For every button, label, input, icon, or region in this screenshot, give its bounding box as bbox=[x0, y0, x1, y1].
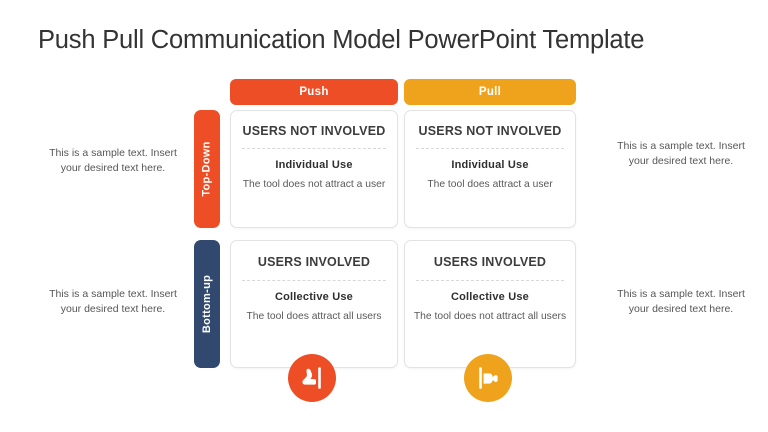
quadrant-body: The tool does attract all users bbox=[246, 311, 382, 322]
pull-icon-badge[interactable] bbox=[464, 354, 512, 402]
card-divider bbox=[242, 148, 386, 149]
quadrant-card-bottom-left[interactable]: USERS INVOLVED Collective Use The tool d… bbox=[230, 240, 398, 368]
quadrant-heading: USERS NOT INVOLVED bbox=[418, 124, 562, 138]
side-note-left-bottom: This is a sample text. Insert your desir… bbox=[49, 288, 177, 315]
row-header-bottom-up[interactable]: Bottom-up bbox=[194, 240, 220, 368]
quadrant-heading: USERS INVOLVED bbox=[257, 255, 371, 269]
quadrant-body: The tool does not attract a user bbox=[242, 179, 386, 190]
push-icon-badge[interactable] bbox=[288, 354, 336, 402]
page-title: Push Pull Communication Model PowerPoint… bbox=[38, 26, 645, 54]
side-note-right-top: This is a sample text. Insert your desir… bbox=[617, 140, 745, 167]
quadrant-body: The tool does not attract all users bbox=[413, 311, 567, 322]
quadrant-subheading: Individual Use bbox=[451, 159, 529, 171]
quadrant-card-top-left[interactable]: USERS NOT INVOLVED Individual Use The to… bbox=[230, 110, 398, 228]
side-note-left-top: This is a sample text. Insert your desir… bbox=[49, 147, 177, 174]
column-header-push[interactable]: Push bbox=[230, 79, 398, 105]
column-header-pull-label: Pull bbox=[478, 86, 502, 98]
quadrant-body: The tool does attract a user bbox=[427, 179, 553, 190]
pushing-hand-icon bbox=[298, 364, 326, 392]
row-header-bottom-up-label: Bottom-up bbox=[201, 274, 214, 334]
row-header-top-down[interactable]: Top-Down bbox=[194, 110, 220, 228]
quadrant-heading: USERS NOT INVOLVED bbox=[242, 124, 386, 138]
quadrant-card-top-right[interactable]: USERS NOT INVOLVED Individual Use The to… bbox=[404, 110, 576, 228]
card-divider bbox=[416, 148, 564, 149]
card-divider bbox=[242, 280, 386, 281]
side-note-right-bottom: This is a sample text. Insert your desir… bbox=[617, 288, 745, 315]
row-header-top-down-label: Top-Down bbox=[201, 141, 213, 197]
quadrant-subheading: Individual Use bbox=[275, 159, 353, 171]
quadrant-subheading: Collective Use bbox=[450, 291, 529, 303]
column-header-pull[interactable]: Pull bbox=[404, 79, 576, 105]
pulling-hand-icon bbox=[474, 364, 502, 392]
card-divider bbox=[416, 280, 564, 281]
quadrant-subheading: Collective Use bbox=[274, 291, 353, 303]
quadrant-heading: USERS INVOLVED bbox=[433, 255, 547, 269]
quadrant-card-bottom-right[interactable]: USERS INVOLVED Collective Use The tool d… bbox=[404, 240, 576, 368]
column-header-push-label: Push bbox=[299, 86, 329, 98]
